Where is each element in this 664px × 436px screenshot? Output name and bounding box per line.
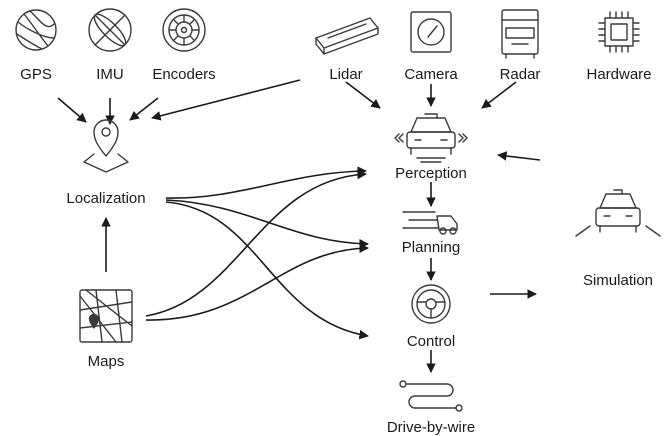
labels: GPS IMU Encoders Lidar Camera Radar Hard…: [20, 66, 653, 436]
wire-path-icon: [399, 380, 463, 412]
edge-localization-planning: [165, 199, 369, 249]
car-sensing-icon: [394, 113, 468, 163]
localization-label: Localization: [66, 190, 145, 207]
simulated-car-icon: [575, 189, 661, 237]
perception-label: Perception: [395, 165, 467, 182]
imu-label: IMU: [96, 66, 124, 83]
lidar-unit-icon: [315, 17, 379, 55]
control-label: Control: [407, 333, 455, 350]
encoders-label: Encoders: [152, 66, 215, 83]
camera-icon: [410, 11, 452, 53]
edge-encoders-localization: [129, 97, 159, 121]
lidar-label: Lidar: [329, 66, 362, 83]
edge-localization-perception: [165, 166, 367, 199]
maps-label: Maps: [88, 353, 125, 370]
radar-unit-icon: [501, 9, 539, 59]
edges: [57, 79, 541, 373]
wheel-icon: [162, 8, 206, 52]
gyroscope-icon: [88, 8, 132, 52]
edge-gps-localization: [57, 97, 87, 123]
planning-label: Planning: [402, 239, 460, 256]
drive-by-wire-label: Drive-by-wire: [387, 419, 475, 436]
chip-icon: [598, 11, 640, 53]
edge-lidar-localization: [151, 79, 301, 121]
steering-wheel-icon: [411, 284, 451, 324]
camera-label: Camera: [404, 66, 458, 83]
globe-icon: [15, 9, 57, 51]
edge-localization-control: [165, 201, 369, 340]
gps-label: GPS: [20, 66, 52, 83]
simulation-label: Simulation: [583, 272, 653, 289]
radar-label: Radar: [500, 66, 541, 83]
edge-hardware-perception: [497, 151, 541, 161]
map-pin-icon: [83, 119, 129, 173]
city-map-icon: [79, 289, 133, 343]
edge-radar-perception: [481, 81, 517, 109]
edge-lidar-perception: [345, 81, 381, 109]
hardware-label: Hardware: [586, 66, 651, 83]
path-planning-icon: [402, 211, 458, 235]
edge-maps-perception: [145, 169, 367, 317]
edge-maps-planning: [145, 243, 369, 321]
